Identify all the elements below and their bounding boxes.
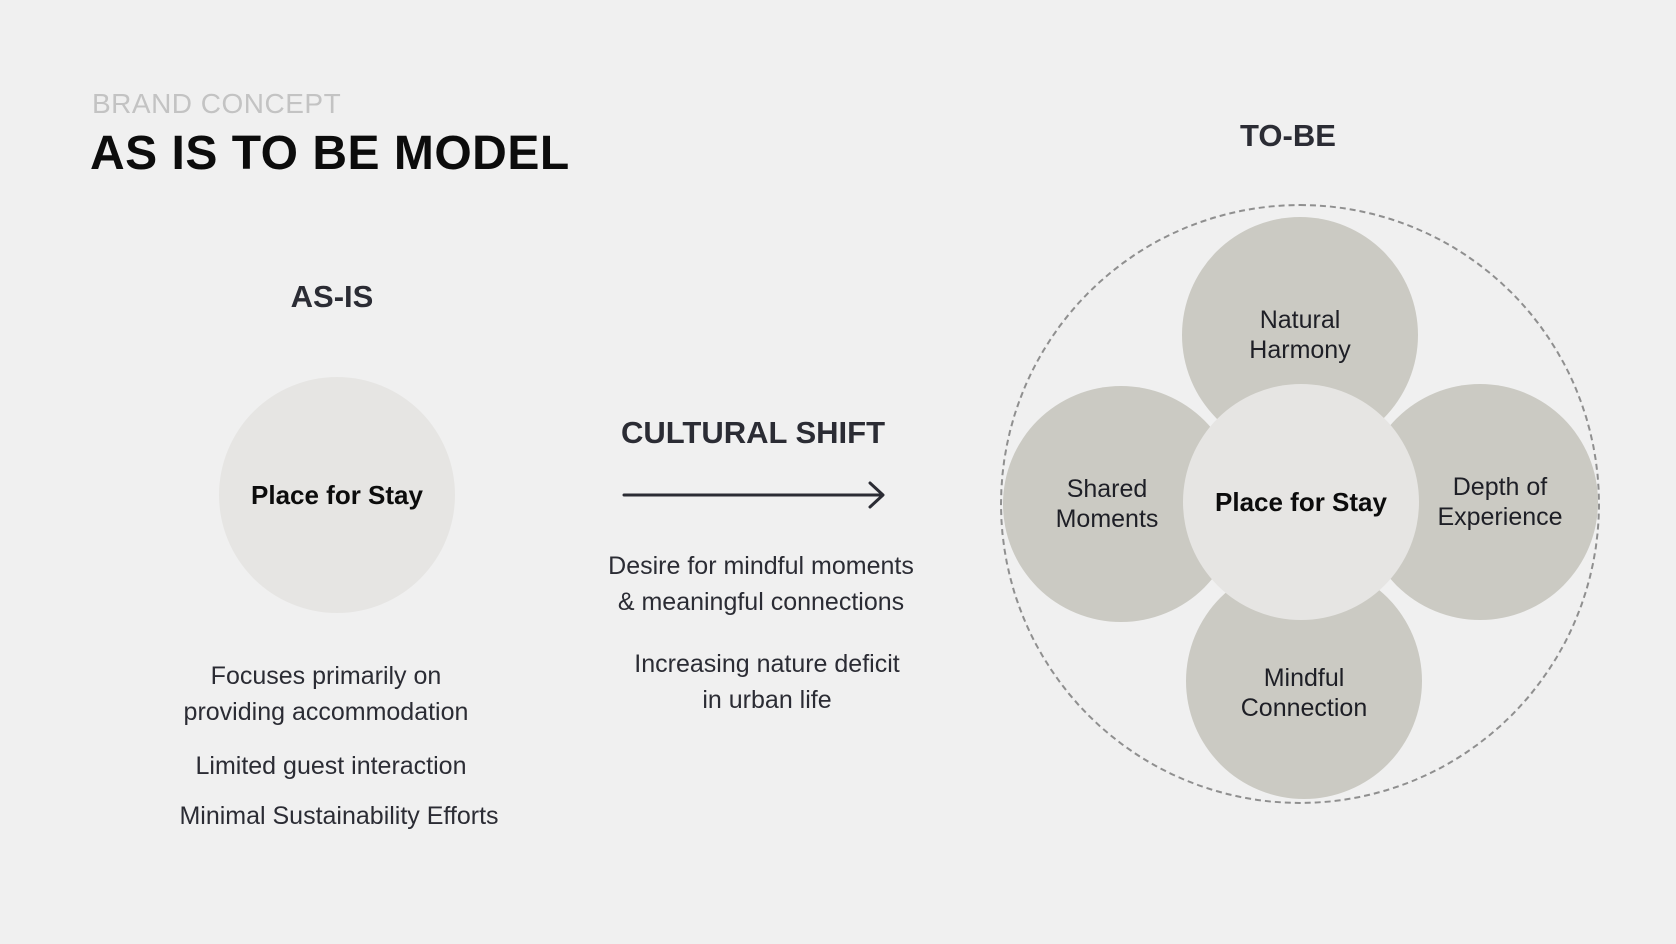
shift-driver: Desire for mindful moments & meaningful … xyxy=(608,552,914,616)
petal-right-label: Depth of Experience xyxy=(1437,473,1563,531)
petal-left-label: Shared Moments xyxy=(1055,475,1159,533)
petal-right: Depth of Experience xyxy=(1362,384,1598,620)
eyebrow-label: BRAND CONCEPT xyxy=(92,88,342,119)
page-title: AS IS TO BE MODEL xyxy=(90,127,570,180)
petal-bottom-label: Mindful Connection xyxy=(1240,664,1368,722)
as-is-circle: Place for Stay xyxy=(219,377,455,613)
to-be-center-circle: Place for Stay xyxy=(1183,384,1419,620)
right-arrow-icon xyxy=(622,481,885,509)
to-be-heading: TO-BE xyxy=(1240,118,1336,153)
as-is-point: Limited guest interaction xyxy=(195,752,467,780)
to-be-dashed-ring xyxy=(1000,204,1600,804)
cultural-shift-heading: CULTURAL SHIFT xyxy=(620,415,886,450)
to-be-center-label: Place for Stay xyxy=(1215,487,1387,517)
as-is-point: Minimal Sustainability Efforts xyxy=(179,802,499,830)
as-is-circle-label: Place for Stay xyxy=(251,480,423,510)
as-is-point: Focuses primarily on providing accommoda… xyxy=(183,662,469,726)
petal-top-label: Natural Harmony xyxy=(1249,306,1351,364)
as-is-heading: AS-IS xyxy=(290,279,374,314)
shift-driver: Increasing nature deficit in urban life xyxy=(634,650,900,714)
